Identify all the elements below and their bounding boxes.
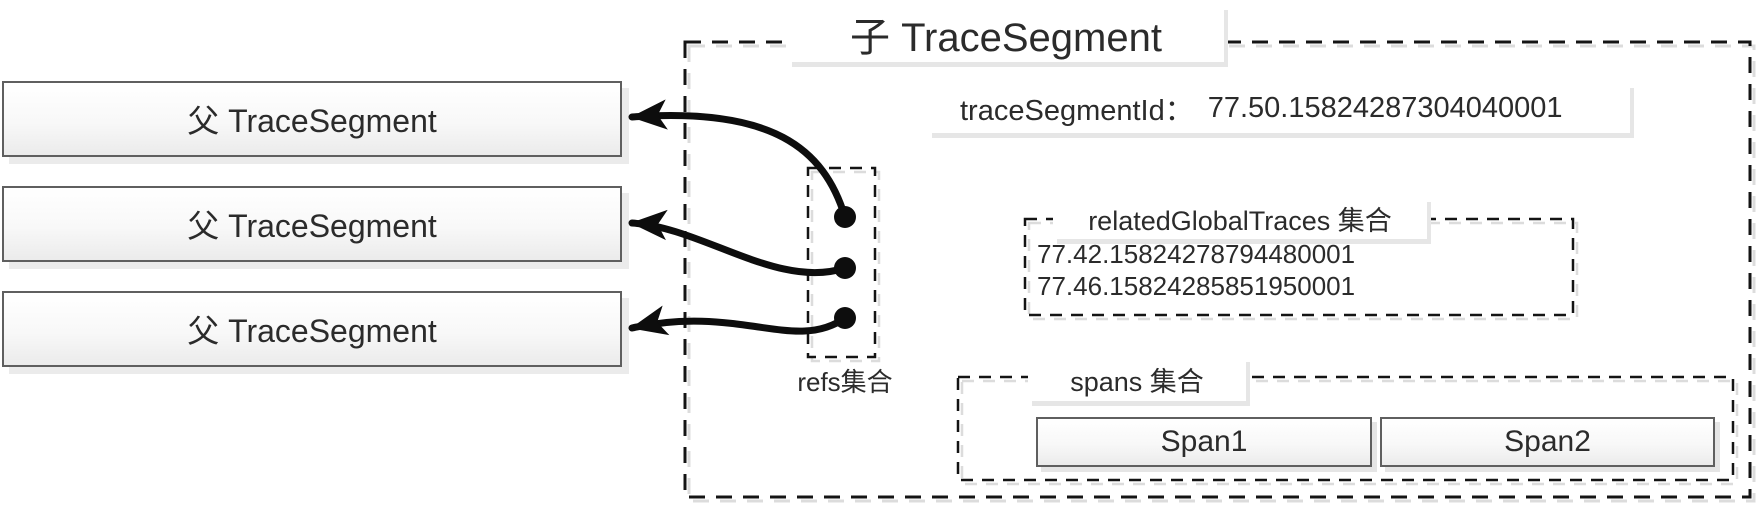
trace-segment-id-row: traceSegmentId： 77.50.15824287304040001 [928, 83, 1630, 133]
related-global-traces-title: relatedGlobalTraces 集合 [1053, 197, 1427, 239]
parent-trace-segment-box-3: 父 TraceSegment [2, 291, 622, 367]
span-box-1: Span1 [1036, 417, 1372, 467]
trace-segment-id-value: 77.50.15824287304040001 [1207, 91, 1563, 124]
refs-set-label: refs集合 [797, 367, 893, 397]
related-global-trace-id-2: 77.46.15824285851950001 [1037, 271, 1356, 301]
parent-trace-segment-label-2: 父 TraceSegment [187, 208, 437, 244]
parent-trace-segment-box-1: 父 TraceSegment [2, 81, 622, 157]
refs-set-dashed-border [806, 166, 877, 359]
ref-dot-1 [834, 206, 856, 228]
ref-arrow-to-parent-3 [628, 305, 849, 336]
related-global-traces-values: 77.42.15824278794480001 77.46.1582428585… [1037, 238, 1355, 302]
span-label-1: Span1 [1160, 425, 1248, 458]
parent-trace-segment-box-2: 父 TraceSegment [2, 186, 622, 262]
spans-set-title-text: spans 集合 [1070, 366, 1204, 397]
span-label-2: Span2 [1504, 425, 1591, 458]
trace-segment-id-label: traceSegmentId： [960, 95, 1194, 127]
child-trace-segment-title-text: 子 TraceSegment [850, 15, 1162, 60]
span-box-2: Span2 [1380, 417, 1715, 467]
parent-trace-segment-label-1: 父 TraceSegment [187, 103, 437, 139]
spans-set-title: spans 集合 [1028, 357, 1246, 401]
related-global-trace-id-1: 77.42.15824278794480001 [1037, 239, 1356, 269]
ref-arrow-to-parent-1 [628, 99, 849, 221]
ref-arrow-to-parent-2 [628, 209, 849, 277]
parent-trace-segment-label-3: 父 TraceSegment [187, 313, 437, 349]
child-trace-segment-title: 子 TraceSegment [788, 5, 1224, 62]
ref-dot-2 [834, 257, 856, 279]
ref-dot-3 [834, 307, 856, 329]
related-global-traces-title-text: relatedGlobalTraces 集合 [1088, 205, 1392, 236]
